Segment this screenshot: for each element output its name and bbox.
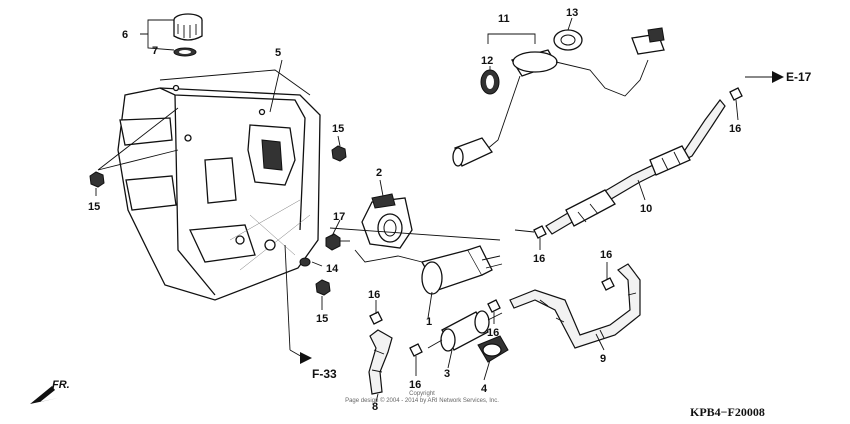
hose-clip-upper[interactable] (533, 225, 547, 239)
hose-clip-bottom[interactable] (409, 343, 423, 357)
callout-1[interactable]: 1 (426, 316, 432, 328)
fuel-hose-lower[interactable] (509, 263, 641, 349)
fuel-filter[interactable] (427, 310, 503, 352)
callout-7[interactable]: 7 (152, 45, 158, 57)
flange-nut-left[interactable] (89, 171, 105, 188)
diagram-code: KPB4−F20008 (690, 405, 765, 419)
callout-16-left[interactable]: 16 (368, 289, 380, 301)
hose-clip-left[interactable] (369, 311, 383, 325)
front-arrow-icon (30, 386, 58, 404)
copyright-line-1: Copyright (409, 391, 435, 397)
callout-12[interactable]: 12 (481, 55, 493, 67)
front-label: FR. (52, 379, 70, 391)
callout-14[interactable]: 14 (326, 263, 339, 275)
hose-clip-filter[interactable] (487, 299, 501, 313)
fuel-unit[interactable] (452, 27, 665, 167)
callout-10[interactable]: 10 (640, 203, 652, 215)
ref-e17[interactable]: E-17 (786, 70, 812, 84)
callout-16-bottom[interactable]: 16 (409, 379, 421, 391)
callout-16-e17[interactable]: 16 (729, 123, 741, 135)
copyright-line-2: Page design © 2004 - 2014 by ARI Network… (345, 397, 499, 404)
ref-f33[interactable]: F-33 (312, 367, 337, 381)
callout-13[interactable]: 13 (566, 7, 578, 19)
filler-cap[interactable] (173, 13, 203, 41)
callout-2[interactable]: 2 (376, 167, 382, 179)
fuel-hose-upper[interactable] (545, 99, 726, 235)
pump-bracket[interactable] (361, 193, 413, 249)
callout-11[interactable]: 11 (498, 13, 510, 25)
callout-9[interactable]: 9 (600, 353, 606, 365)
callout-4[interactable]: 4 (481, 383, 488, 395)
callout-3[interactable]: 3 (444, 368, 450, 380)
hose-clip-e17[interactable] (729, 87, 743, 101)
o-ring[interactable] (480, 69, 500, 95)
callout-15-upper[interactable]: 15 (332, 123, 344, 135)
callout-16-upper[interactable]: 16 (533, 253, 545, 265)
callout-8[interactable]: 8 (372, 401, 378, 413)
fuel-pump[interactable] (354, 245, 503, 295)
bolt[interactable] (325, 233, 350, 251)
washer[interactable] (299, 257, 311, 267)
flange-nut-upper[interactable] (331, 145, 347, 162)
filter-holder[interactable] (477, 335, 509, 363)
cap-gasket[interactable] (173, 47, 197, 57)
hose-clip-right[interactable] (601, 277, 615, 291)
callout-16-right[interactable]: 16 (600, 249, 612, 261)
flange-nut-lower[interactable] (315, 279, 331, 296)
callout-16-filter[interactable]: 16 (487, 327, 499, 339)
tank-mat[interactable] (159, 69, 311, 116)
callout-15-lower[interactable]: 15 (316, 313, 328, 325)
arrow-f33-icon (300, 352, 312, 364)
set-plate[interactable] (553, 29, 583, 51)
callout-6[interactable]: 6 (122, 29, 128, 41)
callout-17[interactable]: 17 (333, 211, 345, 223)
fuel-hose-feed[interactable] (368, 329, 393, 395)
arrow-e17-icon (772, 71, 784, 83)
callout-5[interactable]: 5 (275, 47, 281, 59)
leader-lines (95, 17, 772, 403)
callout-15-left[interactable]: 15 (88, 201, 100, 213)
fuel-tank[interactable] (117, 87, 321, 301)
